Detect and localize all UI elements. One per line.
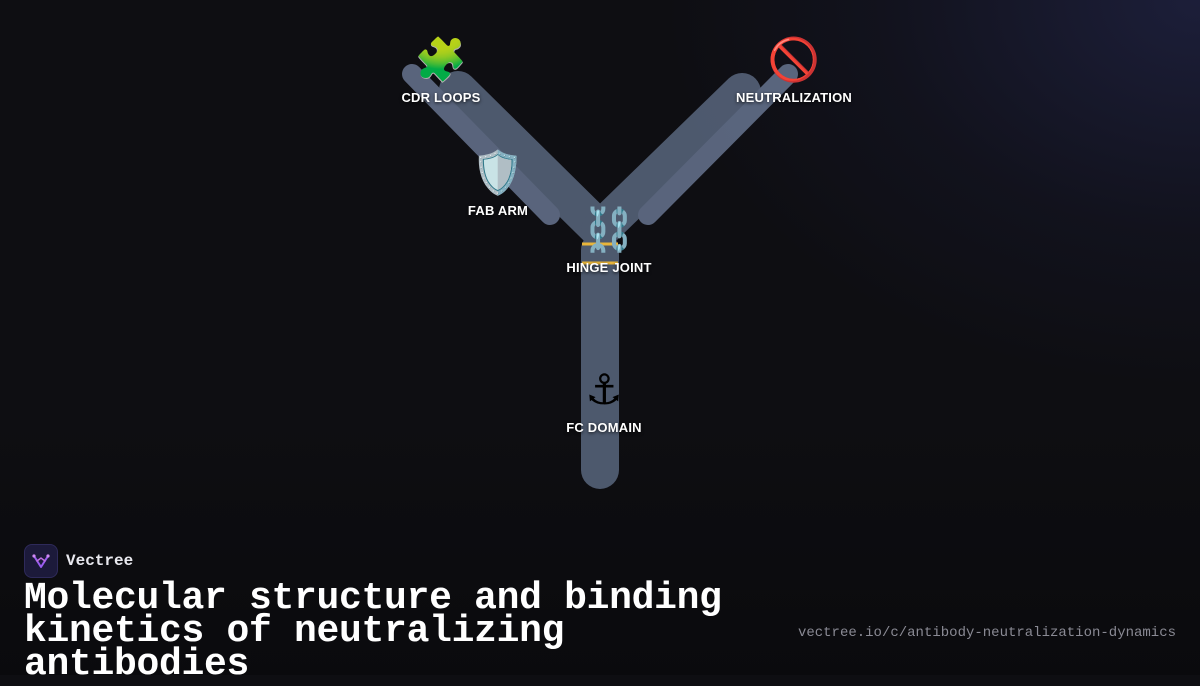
shield-icon: 🛡️ (471, 148, 525, 197)
node-label-neutralization: NEUTRALIZATION (736, 90, 852, 105)
left-heavy-chain (439, 71, 619, 249)
left-light-chain (402, 64, 560, 225)
node-label-fab-arm: FAB ARM (467, 203, 529, 218)
brand: Vectree (24, 544, 133, 578)
node-label-hinge-joint: HINGE JOINT (566, 260, 652, 275)
brand-name: Vectree (66, 552, 134, 570)
node-fab-arm: 🛡️ FAB ARM (467, 148, 529, 219)
source-url[interactable]: vectree.io/c/antibody-neutralization-dyn… (797, 625, 1176, 641)
puzzle-icon: 🧩 (414, 35, 468, 84)
node-fc-domain: ⚓ FC DOMAIN (566, 365, 642, 436)
anchor-icon: ⚓ (585, 365, 623, 414)
no-entry-icon: 🚫 (767, 35, 821, 84)
node-label-fc-domain: FC DOMAIN (566, 420, 642, 435)
node-neutralization: 🚫 NEUTRALIZATION (736, 35, 852, 106)
node-hinge-joint: ⛓️ HINGE JOINT (566, 205, 652, 276)
vectree-logo-icon (24, 544, 58, 578)
right-light-chain (638, 64, 798, 225)
node-label-cdr-loops: CDR LOOPS (401, 90, 481, 105)
antibody-shape (402, 64, 798, 489)
page-title: Molecular structure and binding kinetics… (24, 577, 722, 686)
node-cdr-loops: 🧩 CDR LOOPS (401, 35, 481, 106)
right-heavy-chain (581, 73, 761, 249)
chains-icon: ⛓️ (582, 205, 636, 254)
